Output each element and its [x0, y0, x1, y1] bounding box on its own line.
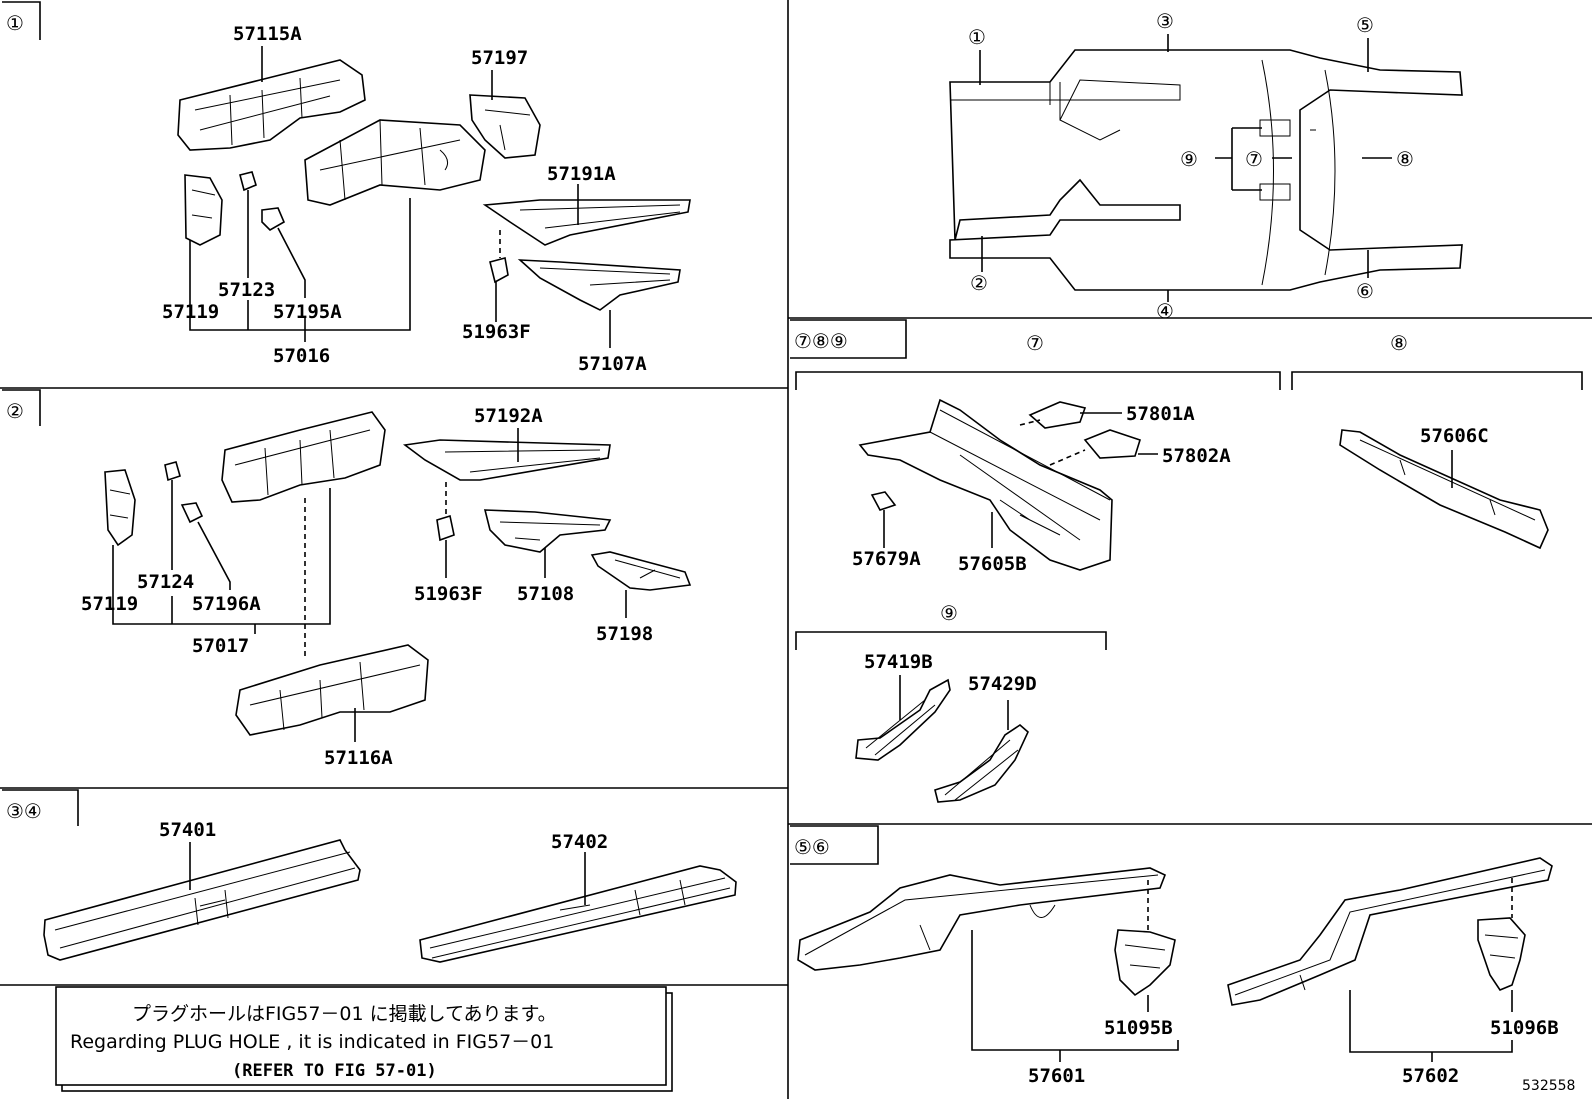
- label-51963F: 51963F: [414, 583, 483, 605]
- frame-overview: [949, 34, 1463, 302]
- marker-9: ⑨: [1180, 147, 1198, 171]
- marker-3: ③: [1156, 9, 1174, 33]
- label-57108: 57108: [517, 583, 574, 605]
- label-57196A: 57196A: [192, 593, 261, 615]
- svg-text:⑤⑥: ⑤⑥: [794, 835, 830, 859]
- marker-2: ②: [970, 271, 988, 295]
- label-57602: 57602: [1402, 1065, 1459, 1087]
- figure-id: 532558: [1522, 1078, 1575, 1094]
- marker-1: ①: [968, 25, 986, 49]
- section-2-labels: 57192A 57124 57119 57196A 57017 51963F 5…: [81, 405, 653, 769]
- label-57601: 57601: [1028, 1065, 1085, 1087]
- svg-text:プラグホールはFIG57－01 に掲載してあります。: プラグホールはFIG57－01 に掲載してあります。: [132, 1003, 557, 1025]
- label-57119: 57119: [162, 301, 219, 323]
- section-789-drawing: [795, 371, 1583, 803]
- label-57116A: 57116A: [324, 747, 393, 769]
- section-tag-2: ②: [2, 389, 41, 426]
- label-51095B: 51095B: [1104, 1017, 1173, 1039]
- svg-text:⑦⑧⑨: ⑦⑧⑨: [794, 329, 848, 353]
- label-57119: 57119: [81, 593, 138, 615]
- label-57191A: 57191A: [547, 163, 616, 185]
- label-57401: 57401: [159, 819, 216, 841]
- section-2-drawing: [104, 411, 692, 742]
- group-7-marker: ⑦: [1026, 331, 1044, 355]
- section-tag-56: ⑤⑥: [790, 825, 879, 865]
- label-57419B: 57419B: [864, 651, 933, 673]
- plug-hole-note: プラグホールはFIG57－01 に掲載してあります。 Regarding PLU…: [55, 986, 673, 1092]
- section-tag-1: ①: [2, 1, 41, 40]
- section-34-labels: 57401 57402: [159, 819, 608, 853]
- label-51096B: 51096B: [1490, 1017, 1559, 1039]
- label-57605B: 57605B: [958, 553, 1027, 575]
- label-57198: 57198: [596, 623, 653, 645]
- label-57192A: 57192A: [474, 405, 543, 427]
- section-1-drawing: [177, 46, 691, 348]
- label-57017: 57017: [192, 635, 249, 657]
- svg-text:(REFER TO FIG 57-01): (REFER TO FIG 57-01): [232, 1061, 437, 1081]
- marker-4: ④: [1156, 299, 1174, 323]
- label-57195A: 57195A: [273, 301, 342, 323]
- marker-5: ⑤: [1356, 13, 1374, 37]
- marker-6: ⑥: [1356, 279, 1374, 303]
- label-57197: 57197: [471, 47, 528, 69]
- overview-markers: ① ② ③ ④ ⑤ ⑥ ⑦ ⑧ ⑨: [968, 9, 1414, 323]
- section-56-labels: 51095B 51096B 57601 57602: [1028, 1017, 1559, 1087]
- group-9-marker: ⑨: [940, 601, 958, 625]
- label-57107A: 57107A: [578, 353, 647, 375]
- marker-7: ⑦: [1245, 147, 1263, 171]
- svg-text:②: ②: [6, 399, 24, 423]
- section-tag-34: ③④: [2, 789, 79, 826]
- section-34-drawing: [43, 839, 737, 963]
- marker-8: ⑧: [1396, 147, 1414, 171]
- group-8-marker: ⑧: [1390, 331, 1408, 355]
- label-57016: 57016: [273, 345, 330, 367]
- label-57606C: 57606C: [1420, 425, 1489, 447]
- label-57801A: 57801A: [1126, 403, 1195, 425]
- label-57802A: 57802A: [1162, 445, 1231, 467]
- label-57123: 57123: [218, 279, 275, 301]
- label-57124: 57124: [137, 571, 194, 593]
- label-57402: 57402: [551, 831, 608, 853]
- label-57429D: 57429D: [968, 673, 1037, 695]
- section-tag-789: ⑦⑧⑨: [790, 319, 907, 359]
- label-51963F: 51963F: [462, 321, 531, 343]
- label-57679A: 57679A: [852, 548, 921, 570]
- label-57115A: 57115A: [233, 23, 302, 45]
- svg-text:①: ①: [6, 11, 24, 35]
- svg-text:③④: ③④: [6, 799, 42, 823]
- svg-text:Regarding PLUG HOLE , it i: Regarding PLUG HOLE , it is indicated in…: [70, 1031, 554, 1053]
- section-1-labels: 57115A 57197 57191A 57123 57119 57195A 5…: [162, 23, 647, 375]
- section-789-labels: ⑦ ⑧ ⑨ 57801A 57802A 57679A 57605B 57606C…: [852, 331, 1489, 695]
- section-56-drawing: [797, 857, 1553, 1062]
